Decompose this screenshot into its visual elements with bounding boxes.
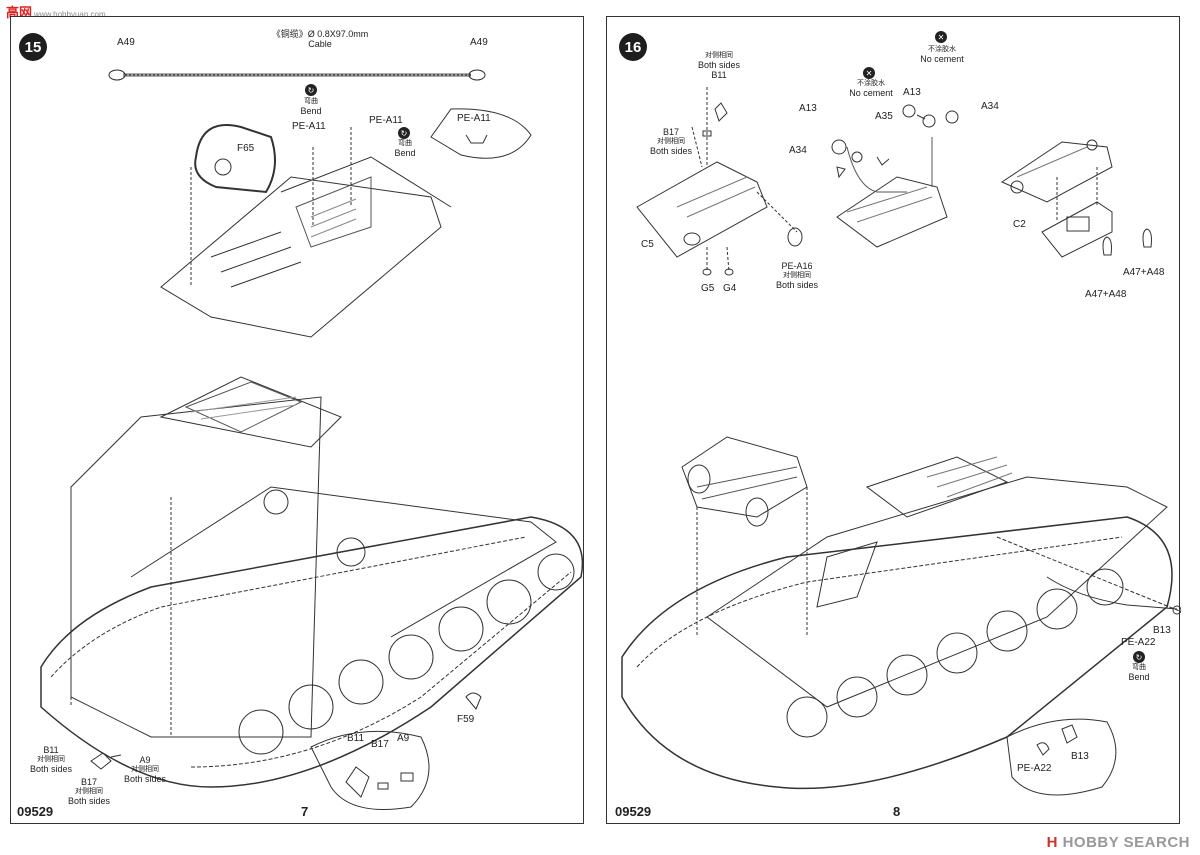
hull-rear-plate: [70, 396, 322, 738]
detail-callout: [1006, 718, 1117, 796]
label-f65: F65: [237, 143, 255, 154]
label-b13: B13: [1153, 625, 1171, 636]
label-g4: G4: [723, 283, 737, 294]
bend-icon: ↻: [305, 84, 317, 96]
label-pe-a16: PE-A16 对侧相同 Both sides: [775, 261, 819, 290]
kit-number: 09529: [615, 804, 652, 819]
step-number-badge: 15: [19, 33, 47, 61]
label-detail-b17: B17: [371, 739, 389, 750]
label-a49-right: A49: [470, 37, 488, 48]
label-a49-left: A49: [117, 37, 135, 48]
label-bend-2: 弯曲 Bend: [394, 140, 416, 158]
label-no-cement-2: 不涂胶水 No cement: [920, 46, 964, 64]
headlight-subassembly: [836, 176, 948, 248]
label-b17: B17 对侧相同 Both sides: [649, 127, 693, 156]
label-f59: F59: [457, 714, 475, 725]
hobby-search-watermark: H HOBBY SEARCH: [1046, 834, 1190, 851]
bend-icon: ↻: [398, 127, 410, 139]
rear-lamp-subassembly: [1000, 141, 1113, 203]
label-b11: B11 对侧相同 Both sides: [29, 745, 73, 774]
label-detail-pe-a22: PE-A22: [1017, 763, 1052, 774]
page-number: 7: [301, 804, 309, 819]
label-pe-a11-detail: PE-A11: [369, 115, 403, 126]
label-detail-b13: B13: [1071, 751, 1089, 762]
label-pe-a11-main: PE-A11: [292, 121, 326, 132]
label-b17: B17 对侧相同 Both sides: [67, 777, 111, 806]
label-detail-a9: A9: [397, 733, 410, 744]
left-track-assembly: [40, 516, 584, 788]
step-number-badge: 16: [619, 33, 647, 61]
label-no-cement-1: 不涂胶水 No cement: [849, 80, 893, 98]
label-b11: 对侧相同 Both sides B11: [697, 52, 741, 80]
label-c2: C2: [1013, 219, 1026, 230]
label-bend-1: 弯曲 Bend: [300, 98, 322, 116]
label-pe-a22: PE-A22: [1121, 637, 1156, 648]
rear-plate-subassembly: [636, 161, 768, 258]
label-a34-1: A34: [789, 145, 807, 156]
no-cement-icon: ✕: [863, 67, 875, 79]
step-16-illustration: [621, 87, 1181, 796]
label-cable: 《铜缆》Ø 0.8X97.0mm Cable: [271, 29, 369, 49]
kit-number: 09529: [17, 804, 54, 819]
label-g5: G5: [701, 283, 715, 294]
part-c2-plate: [1041, 201, 1113, 258]
label-a47-a48-1: A47+A48: [1123, 267, 1165, 278]
label-pe-a11-callout: PE-A11: [457, 113, 491, 124]
page-number: 8: [893, 804, 901, 819]
label-c5: C5: [641, 239, 654, 250]
detail-callout: [310, 730, 430, 810]
label-a13-2: A13: [903, 87, 921, 98]
right-track-assembly: [621, 516, 1173, 790]
upper-hull-assembly: [160, 176, 442, 338]
instruction-page-8: 16: [606, 16, 1181, 824]
bend-icon: ↻: [1133, 651, 1145, 663]
label-a47-a48-2: A47+A48: [1085, 289, 1127, 300]
pe-a11-callout: [430, 108, 532, 159]
label-a9: A9 对侧相同 Both sides: [123, 755, 167, 784]
instruction-page-7: 15: [10, 16, 584, 824]
label-detail-b11: B11: [347, 733, 365, 744]
no-cement-icon: ✕: [935, 31, 947, 43]
label-bend: 弯曲 Bend: [1128, 664, 1150, 682]
label-a34-2: A34: [981, 101, 999, 112]
label-a35: A35: [875, 111, 893, 122]
label-a13-1: A13: [799, 103, 817, 114]
step-15-illustration: [40, 69, 584, 810]
